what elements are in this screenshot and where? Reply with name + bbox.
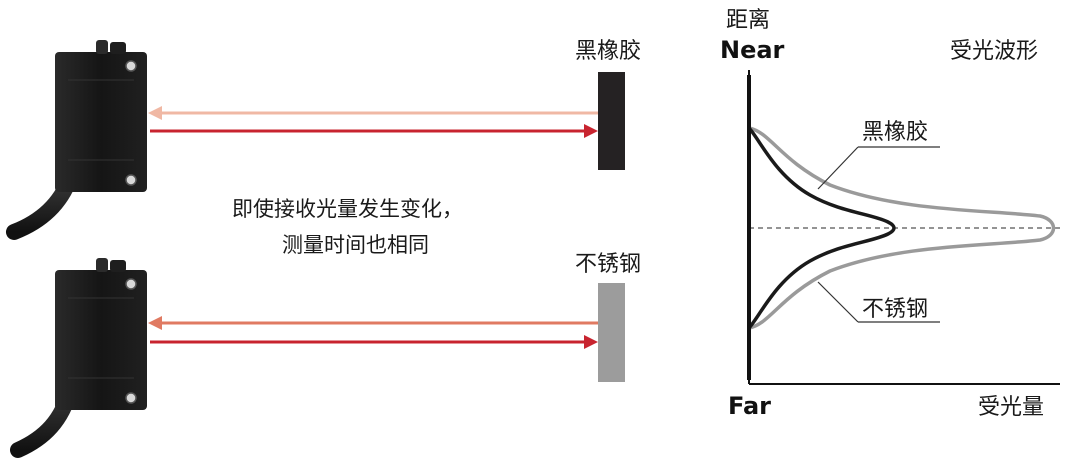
sensor-bottom — [10, 258, 147, 458]
top-emit-beam — [150, 124, 598, 138]
caption-line-1: 即使接收光量发生变化， — [232, 197, 463, 221]
sensor-bottom-body — [55, 270, 147, 410]
rubber-target-label: 黑橡胶 — [575, 39, 641, 64]
rubber-callout-line — [817, 146, 859, 190]
waveform-chart: 距离 Near 受光波形 黑橡胶 不锈钢 Far 受光量 — [720, 8, 1060, 420]
steel-curve-label: 不锈钢 — [862, 297, 928, 322]
rubber-curve-label: 黑橡胶 — [862, 120, 928, 145]
caption-line-2: 测量时间也相同 — [282, 233, 429, 257]
steel-callout-line — [817, 281, 859, 323]
rubber-waveform-curve — [747, 126, 896, 330]
steel-waveform-curve — [748, 126, 1056, 330]
far-label: Far — [728, 392, 771, 420]
waveform-title: 受光波形 — [950, 39, 1038, 64]
steel-target-label: 不锈钢 — [575, 252, 641, 277]
near-label: Near — [720, 36, 785, 64]
sensor-top-body — [55, 52, 147, 192]
rubber-target — [598, 72, 625, 170]
top-return-beam — [148, 106, 598, 120]
bottom-emit-beam — [150, 335, 598, 349]
steel-target — [598, 283, 625, 382]
bottom-return-beam — [148, 316, 598, 330]
axis-title: 距离 — [726, 8, 770, 33]
sensor-top — [6, 40, 147, 240]
x-axis-label: 受光量 — [978, 395, 1044, 420]
